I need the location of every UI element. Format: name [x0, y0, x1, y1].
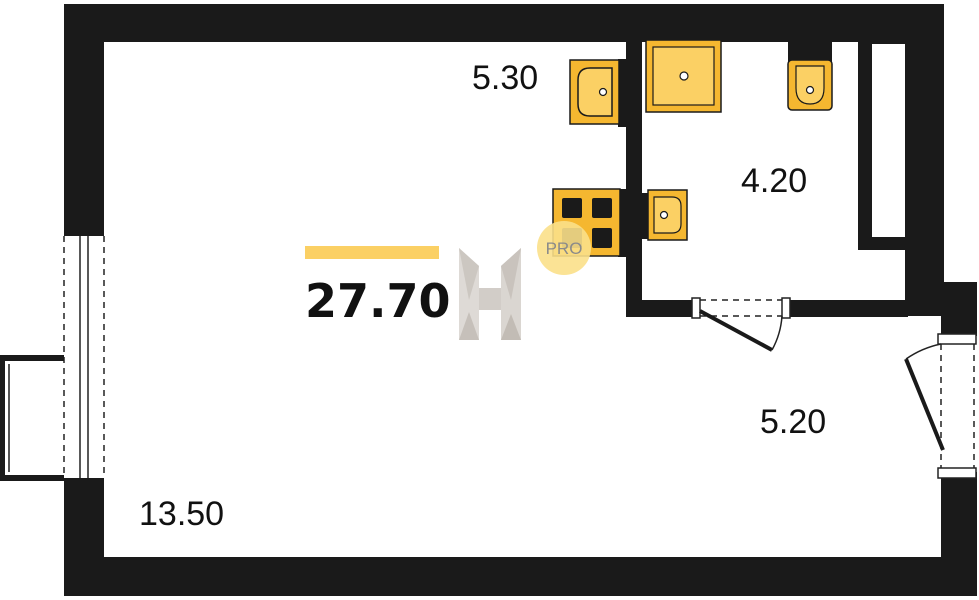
wall-right-outer: [941, 282, 977, 336]
wall-bottom: [64, 557, 977, 596]
window-left: [63, 222, 105, 492]
wall-right-upper: [905, 4, 944, 316]
balcony-left: [0, 355, 64, 481]
wall-bathroom-bottom-right: [788, 300, 908, 317]
room-area-kitchen: 5.30: [472, 59, 538, 97]
wall-shaft-inner: [872, 44, 905, 237]
total-area-label: 27.70: [305, 274, 451, 328]
toilet: [787, 42, 833, 111]
kitchen-sink: [569, 59, 627, 127]
room-area-hallway: 5.20: [760, 403, 826, 441]
brand-logo-icon: [459, 248, 521, 340]
room-area-main-room: 13.50: [139, 495, 224, 533]
wall-top: [64, 4, 944, 42]
shower-tray: [645, 39, 722, 113]
bathroom-sink: [641, 189, 688, 241]
wall-left-upper: [64, 4, 104, 228]
walls: [64, 4, 977, 596]
wall-bathroom-left: [626, 36, 642, 317]
wall-bathroom-bottom-left: [626, 300, 696, 317]
pro-badge-circle: [537, 221, 591, 275]
bathroom-door: [691, 297, 791, 352]
pro-badge-label: PRO: [546, 239, 583, 258]
wall-left-lower: [64, 483, 104, 596]
room-area-bathroom: 4.20: [741, 162, 807, 200]
total-area-accent-bar: [305, 246, 439, 259]
entrance-door: [904, 333, 977, 479]
pro-badge: PRO: [537, 221, 591, 275]
